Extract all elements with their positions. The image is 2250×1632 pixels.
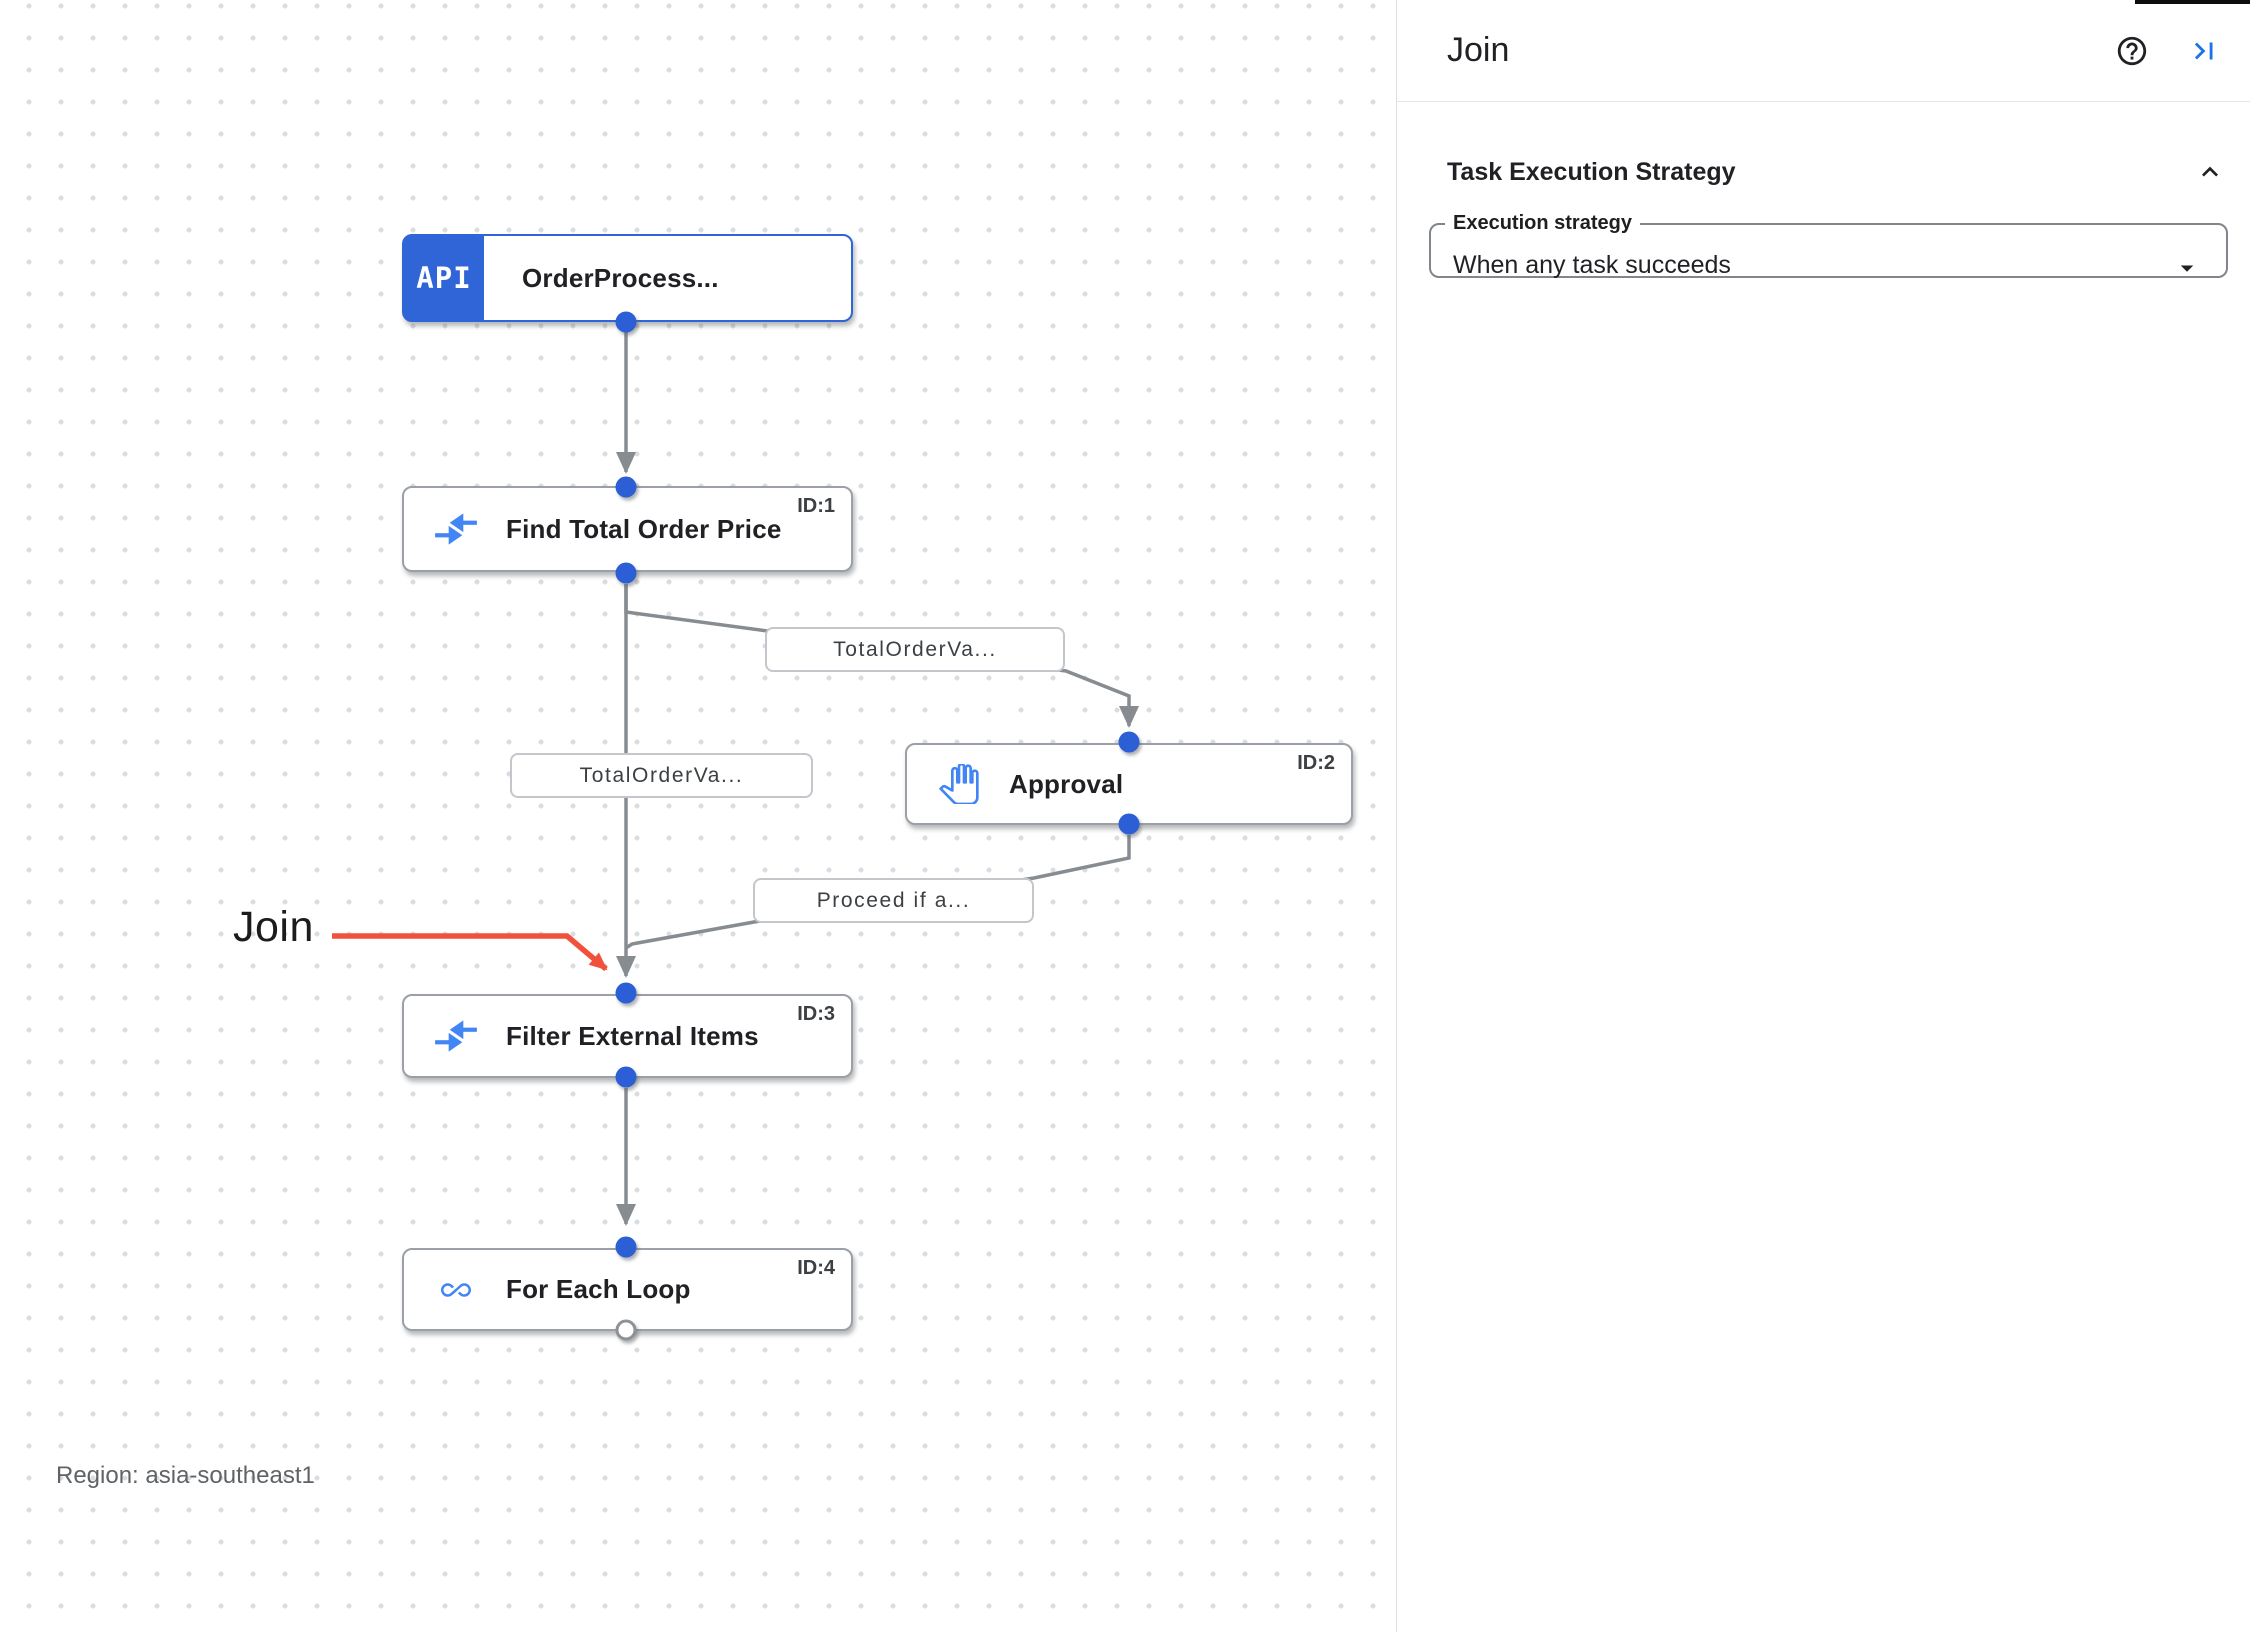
node-find-total-order-price[interactable]: ID:1 Find Total Order Price	[402, 486, 853, 572]
node-title: OrderProcess...	[522, 262, 719, 293]
panel-title: Join	[1447, 31, 1510, 69]
node-title: Find Total Order Price	[506, 513, 782, 544]
window-artifact-bar	[2135, 0, 2250, 4]
node-id-badge: ID:4	[797, 1257, 835, 1279]
node-id-badge: ID:1	[797, 495, 835, 517]
edge-label-total-order-value-2[interactable]: TotalOrderVa...	[510, 753, 813, 798]
node-approval[interactable]: ID:2 Approval	[905, 743, 1353, 825]
connector-dot-filter-in[interactable]	[615, 982, 637, 1004]
collapse-panel-icon[interactable]	[2186, 33, 2222, 69]
node-title: Filter External Items	[506, 1020, 759, 1051]
execution-strategy-value: When any task succeeds	[1453, 251, 1731, 279]
edge-label-proceed-if[interactable]: Proceed if a...	[753, 878, 1034, 923]
edge-label-total-order-value-1[interactable]: TotalOrderVa...	[765, 627, 1065, 672]
node-for-each-loop[interactable]: ID:4 For Each Loop	[402, 1248, 853, 1331]
api-badge-text: API	[416, 261, 472, 295]
node-filter-external-items[interactable]: ID:3 Filter External Items	[402, 994, 853, 1078]
task-execution-strategy-section: Task Execution Strategy Execution strate…	[1397, 154, 2250, 279]
chevron-up-icon[interactable]	[2192, 154, 2228, 190]
data-mapping-icon	[432, 1020, 480, 1052]
api-trigger-icon: API	[404, 236, 484, 320]
connector-dot-approval-in[interactable]	[1118, 731, 1140, 753]
hand-approval-icon	[935, 764, 983, 804]
node-title: Approval	[1009, 768, 1124, 799]
connector-dot-foreach-out[interactable]	[615, 1319, 637, 1341]
help-icon[interactable]	[2114, 33, 2150, 69]
loop-icon	[432, 1275, 480, 1305]
task-config-panel: Join Task Execution Strategy	[1396, 0, 2250, 1632]
connector-dot-foreach-in[interactable]	[615, 1236, 637, 1258]
section-title: Task Execution Strategy	[1447, 157, 1736, 186]
workflow-canvas[interactable]: TotalOrderVa... TotalOrderVa... Proceed …	[0, 0, 1396, 1632]
panel-header: Join	[1397, 0, 2250, 102]
node-id-badge: ID:2	[1297, 752, 1335, 774]
region-label: Region: asia-southeast1	[56, 1462, 315, 1489]
node-order-process-trigger[interactable]: API OrderProcess...	[402, 234, 853, 322]
join-annotation-label: Join	[233, 903, 314, 951]
connector-dot-find-in[interactable]	[615, 476, 637, 498]
execution-strategy-select[interactable]: Execution strategy When any task succeed…	[1429, 212, 2228, 279]
connector-dot-trigger-out[interactable]	[615, 311, 637, 333]
connector-dot-filter-out[interactable]	[615, 1066, 637, 1088]
dropdown-arrow-icon	[2172, 253, 2202, 288]
data-mapping-icon	[432, 513, 480, 545]
node-id-badge: ID:3	[797, 1003, 835, 1025]
execution-strategy-label: Execution strategy	[1453, 212, 1632, 234]
connector-dot-find-out[interactable]	[615, 562, 637, 584]
connector-dot-approval-out[interactable]	[1118, 813, 1140, 835]
node-title: For Each Loop	[506, 1274, 691, 1304]
